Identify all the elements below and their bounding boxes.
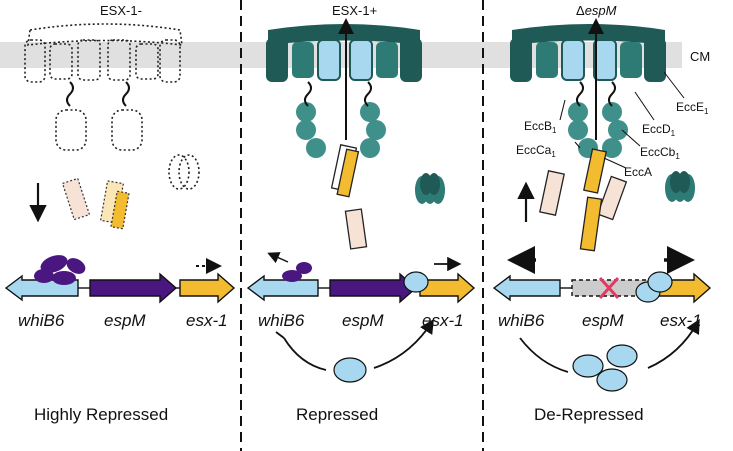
esx1-complex-panel2 (266, 24, 422, 158)
panel-2-title: ESX-1+ (332, 3, 377, 18)
caption-panel3: De-Repressed (534, 405, 644, 424)
feedback-loop-p2-start (275, 331, 285, 339)
gene-row-panel1 (4, 272, 236, 304)
whiB6-protein-on-promoter-p2 (403, 271, 429, 293)
substrates-panel3 (539, 148, 628, 252)
feedback-loop-p2 (283, 322, 432, 371)
membrane-label: CM (690, 49, 710, 64)
p2-gene-whiB6: whiB6 (258, 311, 305, 330)
label-eccCb1: EccCb1 (640, 145, 680, 161)
eccA-hexamer-p2 (415, 173, 445, 204)
p3-gene-whiB6: whiB6 (498, 311, 545, 330)
linker-right-p3 (608, 81, 616, 107)
transcription-arrow-whiB6-p2 (267, 252, 289, 264)
ghost-linker-left (66, 81, 74, 107)
eccA-hexamer-p3 (665, 171, 695, 202)
espM-repressor-p1 (34, 255, 86, 285)
caption-panel1: Highly Repressed (34, 405, 168, 424)
caption-panel2: Repressed (296, 405, 378, 424)
label-eccE1: EccE1 (676, 100, 709, 116)
gene-row-panel2 (246, 272, 476, 304)
label-eccD1: EccD1 (642, 122, 676, 138)
p2-gene-espM: espM (342, 311, 384, 330)
whiB6-protein-p2 (333, 357, 367, 383)
esx1-ghost-complex (24, 23, 200, 190)
panel-3-title: ΔespM (576, 3, 617, 18)
esx1-complex-panel3 (510, 24, 666, 158)
p1-gene-whiB6: whiB6 (18, 311, 65, 330)
p1-gene-esx1: esx-1 (186, 311, 228, 330)
label-eccCa1: EccCa1 (516, 143, 556, 159)
whiB6-proteins-p3 (572, 344, 638, 392)
p1-gene-espM: espM (104, 311, 146, 330)
label-eccB1: EccB1 (524, 119, 557, 135)
ghost-substrates (61, 177, 130, 230)
p3-gene-espM: espM (582, 311, 624, 330)
feedback-loop-p3 (519, 322, 698, 373)
substrates-panel2 (330, 144, 368, 250)
ghost-linker-right (122, 81, 130, 107)
linker-left-p2 (304, 81, 312, 107)
label-eccA: EccA (624, 165, 652, 179)
linker-right-p2 (364, 81, 372, 107)
component-labels (559, 71, 685, 169)
linker-left-p3 (576, 81, 584, 107)
whiB6-proteins-on-promoter-p3 (635, 271, 673, 303)
deletion-x-mark (598, 276, 620, 300)
panel-1-title: ESX-1- (100, 3, 142, 18)
espM-repressor-p2 (282, 262, 312, 282)
